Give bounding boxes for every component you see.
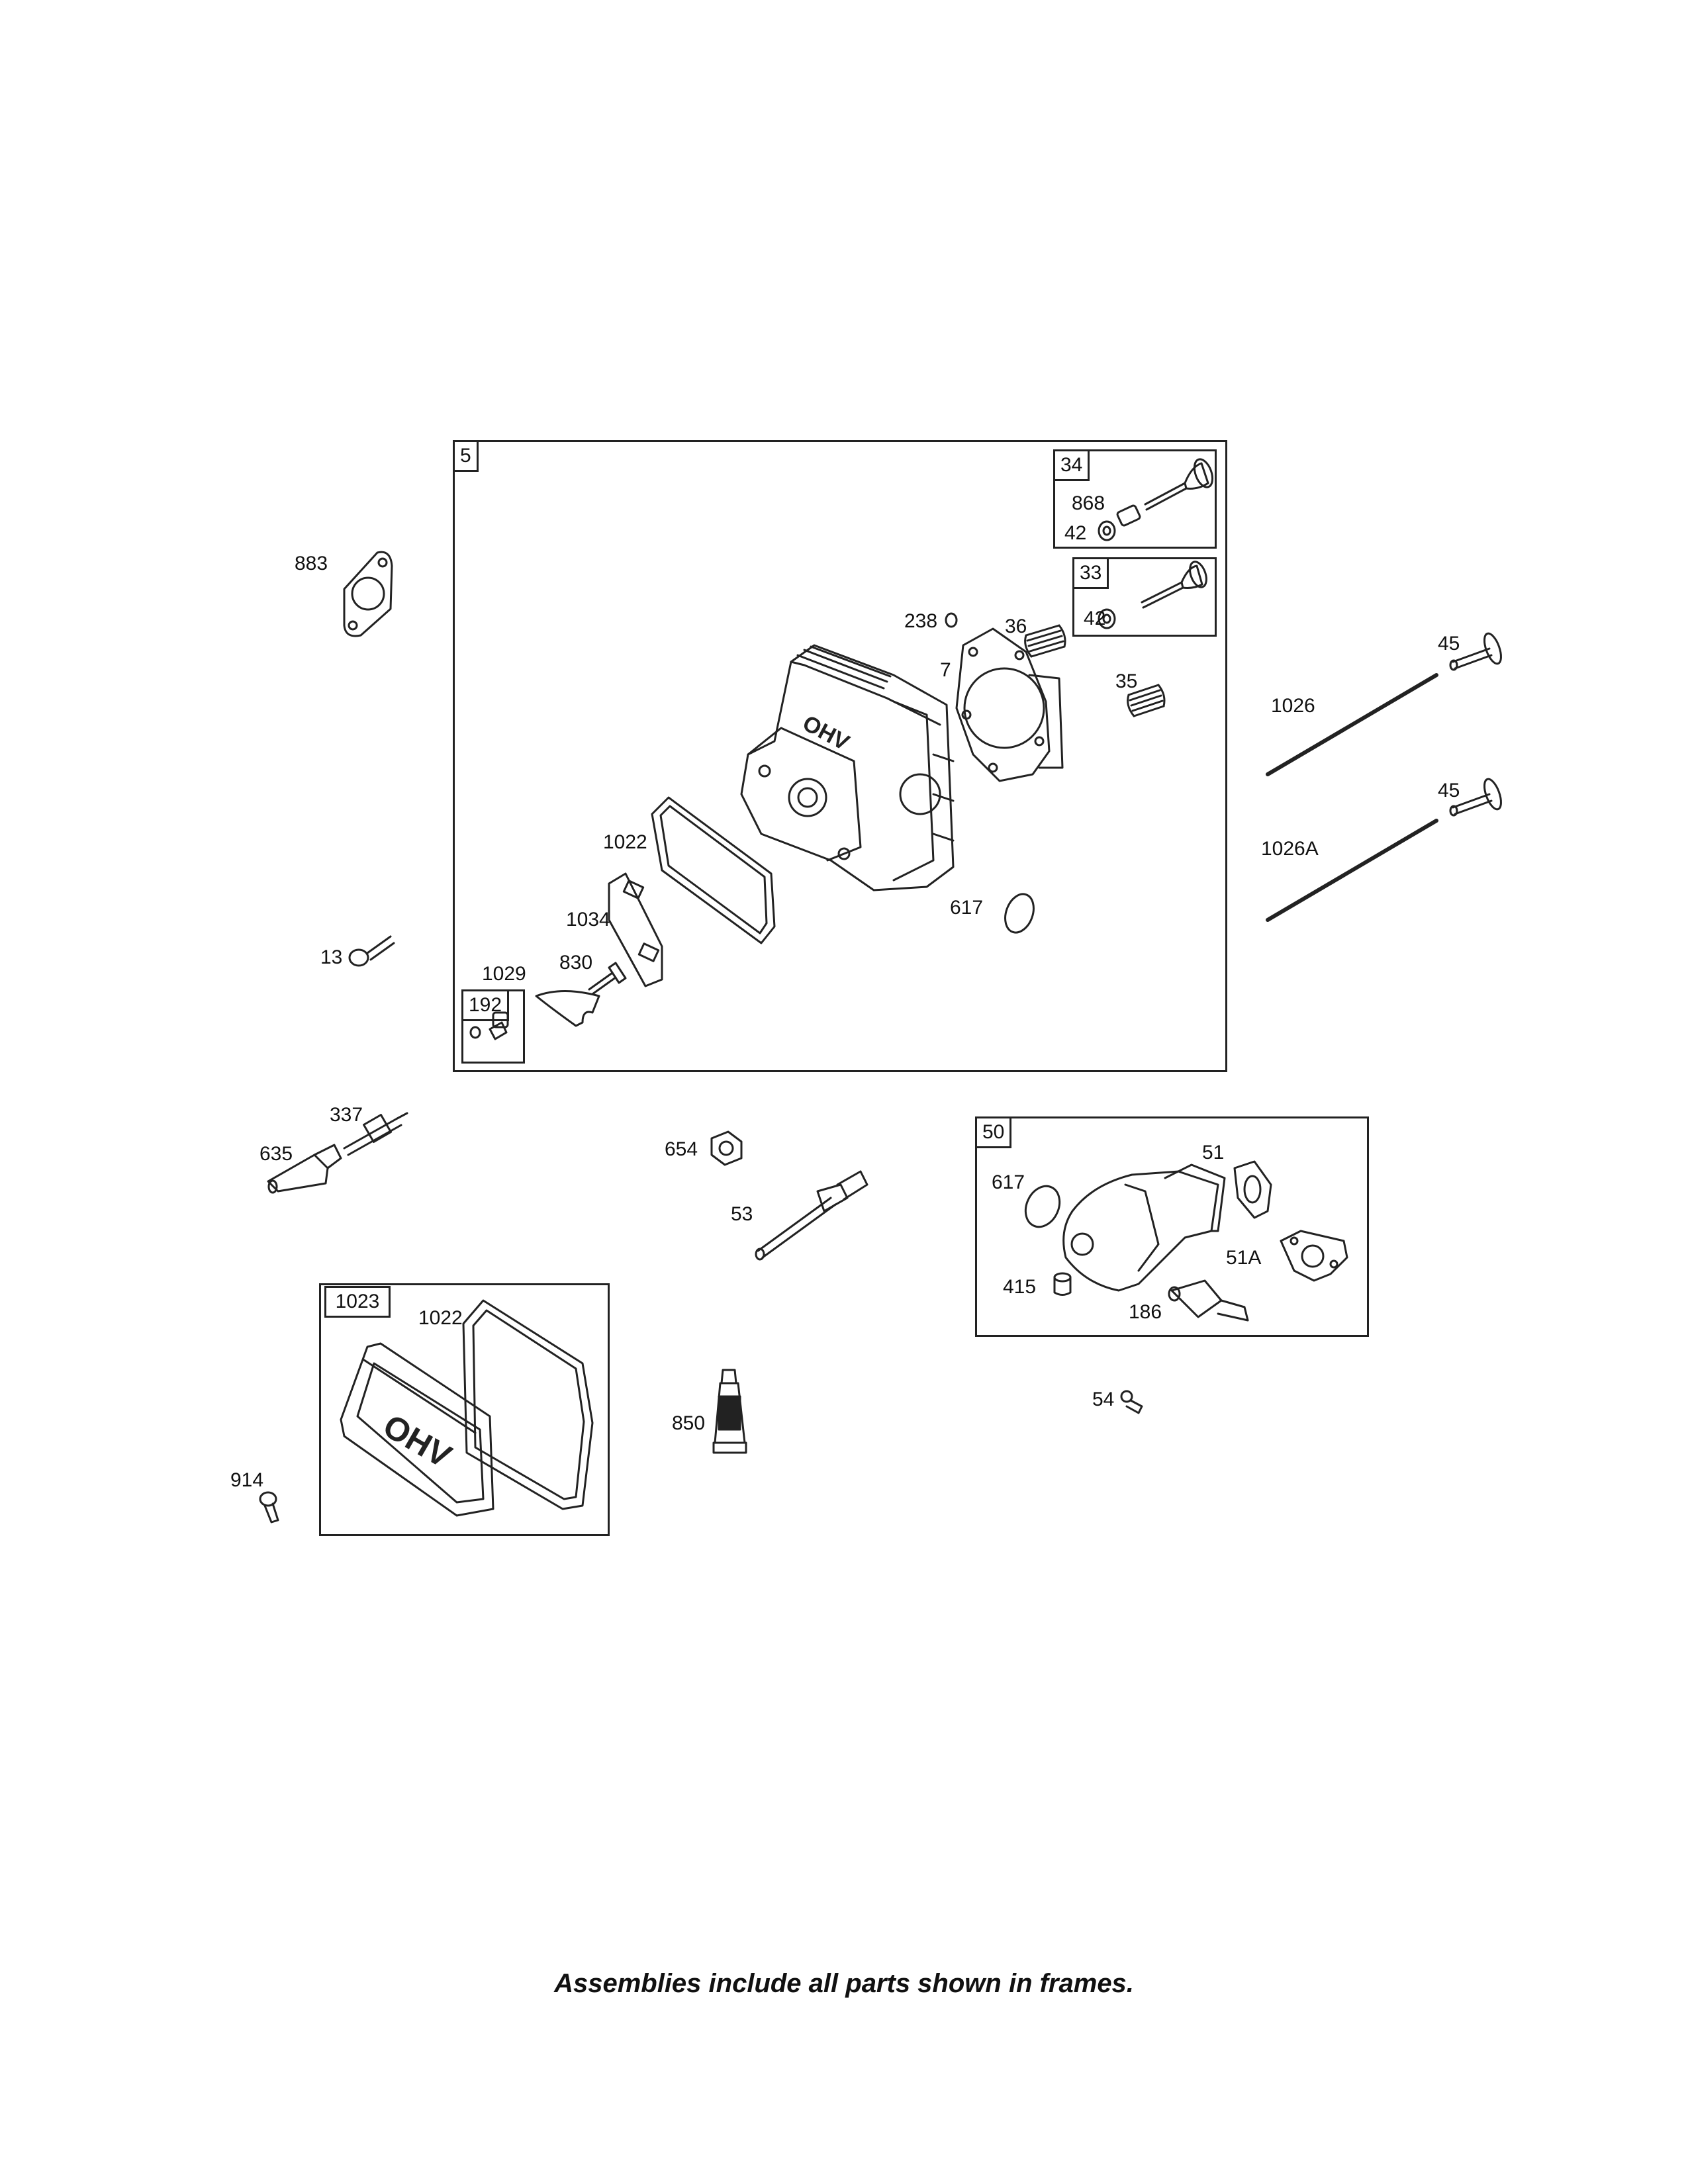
ref-label-36: 36: [1005, 615, 1027, 637]
ref-label-415: 415: [1003, 1276, 1037, 1298]
part-33-intake-valve: [1099, 559, 1209, 628]
ref-label-617: 617: [992, 1171, 1025, 1193]
ref-label-1022: 1022: [603, 831, 647, 853]
ref-label-654: 654: [665, 1138, 698, 1160]
ref-label-635: 635: [259, 1143, 293, 1165]
ref-label-186: 186: [1129, 1301, 1162, 1323]
ref-label-42: 42: [1064, 522, 1087, 544]
part-654-nut: [712, 1132, 741, 1165]
ref-label-617: 617: [950, 897, 984, 919]
part-883-gasket: [344, 552, 392, 636]
part-850-sealant-tube: [714, 1370, 746, 1453]
ref-label-42: 42: [1084, 608, 1106, 629]
part-45-tappet-a: [1450, 631, 1505, 670]
part-186-fitting: [1169, 1281, 1248, 1320]
ref-label-54: 54: [1092, 1388, 1115, 1410]
ref-label-53: 53: [731, 1203, 753, 1225]
ref-label-238: 238: [904, 610, 938, 632]
ref-label-850: 850: [672, 1412, 706, 1434]
part-51-gasket: [1235, 1161, 1271, 1218]
frame-tag-50: 50: [975, 1116, 1012, 1148]
part-337-spark-plug: [344, 1113, 407, 1155]
frame-tag-33: 33: [1072, 557, 1109, 589]
frame-tag-1023: 1023: [324, 1286, 391, 1318]
ref-label-1026A: 1026A: [1261, 838, 1319, 860]
ref-label-45: 45: [1438, 633, 1460, 655]
part-635-plug-boot: [268, 1145, 341, 1193]
part-1026A-push-rod: [1268, 821, 1436, 920]
ref-label-868: 868: [1072, 492, 1105, 514]
part-51-intake-elbow: [1064, 1165, 1225, 1291]
part-13-bolt: [350, 936, 394, 966]
part-54-screw: [1121, 1391, 1142, 1413]
ref-label-1029: 1029: [482, 963, 526, 985]
part-35-valve-spring: [1128, 685, 1164, 716]
ref-label-914: 914: [230, 1469, 264, 1491]
part-1022-cover-gasket: [463, 1300, 592, 1509]
ref-label-51A: 51A: [1226, 1247, 1262, 1269]
part-1026-push-rod: [1268, 675, 1436, 774]
ref-label-1034: 1034: [566, 909, 610, 931]
part-51A-gasket-plate: [1281, 1231, 1347, 1281]
frame-1023-rocker-cover: [319, 1283, 610, 1536]
part-415-plug: [1055, 1273, 1070, 1295]
part-830-stud: [589, 963, 626, 994]
frame-tag-192: 192: [461, 989, 510, 1021]
part-53-rocker-stud: [756, 1171, 867, 1259]
part-617-oring-b: [1019, 1181, 1066, 1232]
frame-tag-34: 34: [1053, 449, 1090, 481]
part-1034-breather-plate: [609, 874, 662, 986]
frame-50-intake-manifold: [975, 1116, 1369, 1337]
part-1029-deflector: [536, 991, 599, 1026]
frame-tag-5: 5: [453, 440, 479, 472]
part-45-tappet-b: [1450, 777, 1505, 815]
svg-text:OHV: OHV: [377, 1407, 458, 1475]
ref-label-13: 13: [320, 946, 343, 968]
part-617-oring-a: [1000, 890, 1039, 936]
ref-label-7: 7: [940, 659, 951, 681]
frame-5-cylinder-head-assembly: [453, 440, 1227, 1072]
ref-label-883: 883: [295, 553, 328, 574]
part-192-screws: [471, 1013, 508, 1039]
ref-label-1026: 1026: [1271, 695, 1315, 717]
ref-label-51: 51: [1202, 1142, 1225, 1163]
part-1022-rocker-gasket: [652, 797, 774, 943]
ref-label-1022: 1022: [418, 1307, 463, 1329]
part-34-exhaust-valve: [1099, 457, 1216, 540]
part-cylinder-head: OHV: [741, 645, 953, 890]
assemblies-note: Assemblies include all parts shown in fr…: [554, 1969, 1134, 1998]
ref-label-830: 830: [559, 952, 593, 974]
frame-34-exhaust-valve: [1053, 449, 1217, 549]
part-7-head-gasket: [957, 629, 1062, 781]
part-238-retainer: [946, 614, 957, 627]
part-1023-rocker-cover: OHV: [341, 1343, 493, 1516]
part-36-valve-spring: [1025, 625, 1065, 657]
ref-label-337: 337: [330, 1104, 363, 1126]
part-914-screw: [260, 1492, 278, 1522]
frame-33-intake-valve: [1072, 557, 1217, 637]
ref-label-45: 45: [1438, 780, 1460, 801]
ref-label-35: 35: [1115, 670, 1138, 692]
